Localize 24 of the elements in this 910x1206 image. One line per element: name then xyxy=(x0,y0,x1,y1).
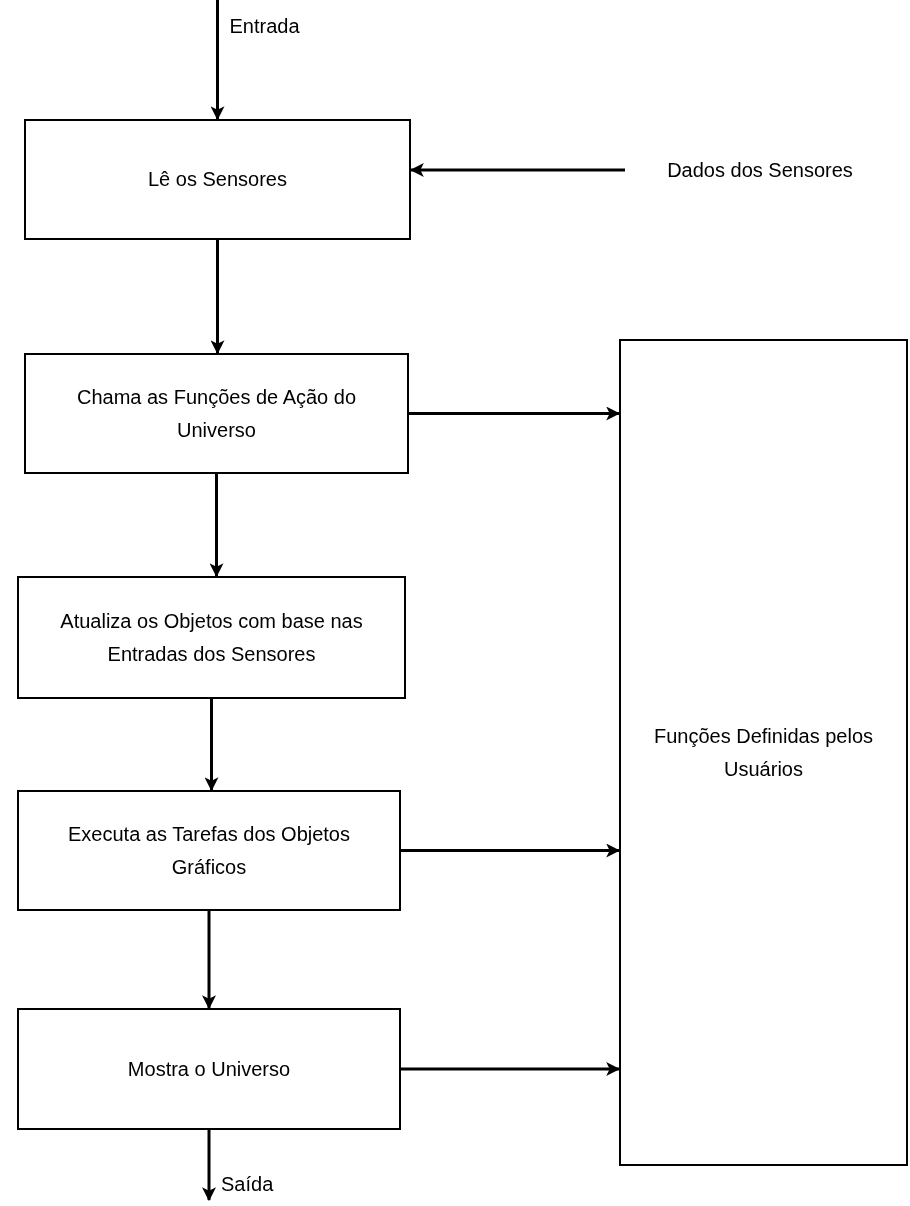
arrow xyxy=(210,0,225,121)
process-box xyxy=(24,119,411,240)
node-text: Chama as Funções de Ação do Universo xyxy=(75,384,358,443)
process-box xyxy=(17,576,406,699)
arrow xyxy=(401,1062,621,1076)
arrow xyxy=(202,1130,216,1202)
arrow xyxy=(409,406,621,421)
node-text: Mostra o Universo xyxy=(127,1056,291,1082)
process-box xyxy=(17,790,401,911)
arrow xyxy=(401,843,621,858)
node-text: Funções Definidas pelos Usuários xyxy=(653,723,874,782)
process-box xyxy=(619,339,908,1166)
node-text: Lê os Sensores xyxy=(148,167,287,192)
node-text: Dados dos Sensores xyxy=(667,157,853,183)
arrow xyxy=(202,911,216,1010)
edge-label: Entrada xyxy=(229,14,300,39)
node-text: Atualiza os Objetos com base nas Entradas dos Sensores xyxy=(59,608,364,667)
process-box xyxy=(17,1008,401,1130)
arrow xyxy=(209,474,224,578)
arrow xyxy=(204,699,219,792)
edge-label: Saída xyxy=(221,1172,274,1197)
process-box xyxy=(24,353,409,474)
arrow xyxy=(210,240,225,355)
node-text: Executa as Tarefas dos Objetos Gráficos xyxy=(67,821,351,880)
